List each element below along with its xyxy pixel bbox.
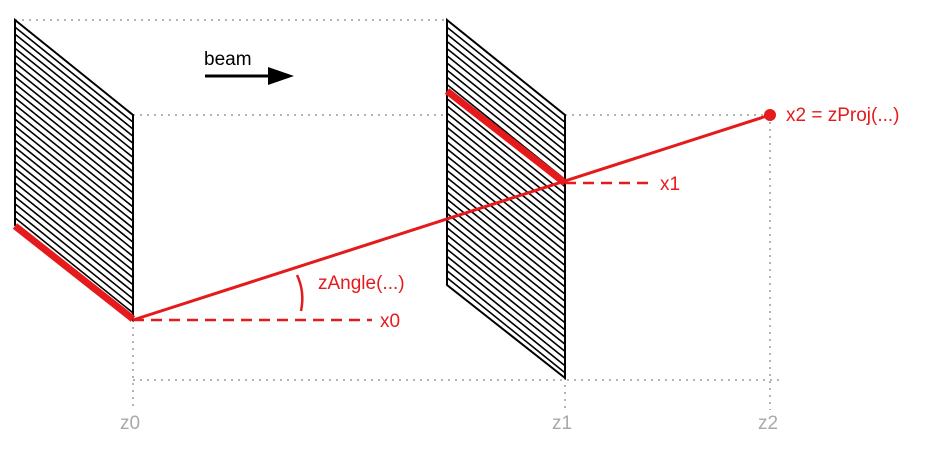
detector-strip (14, 68, 134, 166)
detector-strip (14, 33, 134, 130)
detector-strip (446, 105, 566, 202)
detector-strip (446, 262, 566, 360)
detector-strip (14, 217, 134, 314)
detector-strip (446, 76, 566, 173)
detector-strip (446, 227, 566, 324)
detector-strip (446, 55, 566, 152)
x1-label: x1 (660, 174, 681, 195)
detector-strip (446, 26, 566, 123)
detector-strip (446, 212, 566, 310)
track-line (132, 113, 771, 322)
detector-strip (446, 119, 566, 216)
detector-strip (14, 189, 134, 286)
detector-strip (14, 203, 134, 300)
detector-strip (446, 241, 566, 338)
detector-strip (14, 82, 134, 180)
detector-strip (446, 169, 566, 267)
guide-lines (15, 19, 782, 410)
x2-label: x2 = zProj(...) (786, 105, 900, 126)
detector-strip (446, 191, 566, 288)
detector-strip (446, 148, 566, 245)
detector-strip (446, 141, 566, 238)
detector-strip (14, 61, 134, 159)
detector-strip (14, 210, 134, 307)
detector-strip (14, 132, 134, 229)
angle-label: zAngle(...) (318, 273, 405, 294)
detector-strip (446, 270, 566, 367)
detector-strip (14, 196, 134, 293)
detector-strip (14, 26, 134, 123)
detector-strip (14, 54, 134, 151)
z2-label: z2 (758, 413, 779, 434)
detector-strip (14, 125, 134, 222)
detector-strip (446, 162, 566, 259)
detector-strip (14, 139, 134, 236)
detector-strip (14, 118, 134, 215)
detector-strip (446, 205, 566, 302)
x0-label: x0 (380, 311, 401, 332)
detector-strip (14, 40, 134, 137)
detector-strip (14, 146, 134, 243)
detector-strip (14, 75, 134, 173)
filled-circle-icon (764, 109, 776, 121)
detector-strip (14, 181, 134, 279)
detector-strip (14, 167, 134, 265)
detector-strip (14, 153, 134, 250)
z0-label: z0 (120, 413, 141, 434)
detector-strip (14, 97, 134, 194)
hit-strip-z0 (12, 223, 136, 322)
right-arrow-icon (205, 67, 294, 85)
detector-strip (446, 98, 566, 195)
detector-strip (446, 248, 566, 345)
detector-strip (446, 155, 566, 252)
detector-strip (446, 198, 566, 295)
detector-strip (446, 69, 566, 166)
detector-strip (446, 176, 566, 274)
beam-label: beam (204, 49, 252, 70)
detector-strip (14, 160, 134, 258)
detector-strip (446, 112, 566, 209)
detector-strip (446, 133, 566, 231)
detector-strip (446, 234, 566, 331)
plane-z0-strips (14, 26, 134, 314)
detector-strip (446, 277, 566, 374)
detector-strip (14, 90, 134, 187)
detector-strip (14, 104, 134, 201)
detector-strip (446, 126, 566, 224)
detector-strip (446, 255, 566, 353)
detector-strip (446, 184, 566, 281)
z1-label: z1 (552, 413, 573, 434)
hit-strip-z1 (444, 88, 568, 186)
detector-strip (446, 33, 566, 130)
angle-arc-icon (295, 274, 304, 312)
detector-strip (446, 40, 566, 138)
detector-strip (446, 219, 566, 317)
detector-strip (14, 47, 134, 144)
detector-strip (14, 174, 134, 272)
detector-strip (446, 47, 566, 145)
detector-strip (446, 62, 566, 159)
detector-strip (14, 111, 134, 208)
